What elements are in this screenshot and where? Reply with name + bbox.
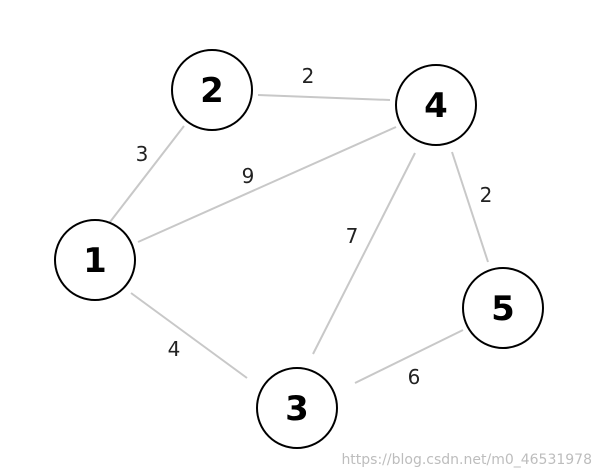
edge-weight-1-3: 4 (168, 337, 181, 361)
edge-3-4 (312, 152, 416, 355)
edge-weight-3-4: 7 (346, 224, 359, 248)
node-2-label: 2 (200, 71, 224, 111)
node-5-label: 5 (491, 289, 515, 329)
node-1-label: 1 (83, 241, 107, 281)
node-4-circle (395, 64, 477, 146)
node-5-circle (462, 267, 544, 349)
node-1-circle (54, 219, 136, 301)
watermark: https://blog.csdn.net/m0_46531978 (341, 452, 592, 468)
node-3-label: 3 (285, 389, 309, 429)
edge-weight-1-2: 3 (136, 142, 149, 166)
edge-3-5 (354, 329, 464, 384)
node-4-label: 4 (424, 86, 448, 126)
node-3-circle (256, 367, 338, 449)
edge-2-4 (257, 94, 391, 101)
edge-4-5 (451, 151, 489, 263)
edge-weight-1-4: 9 (242, 164, 255, 188)
edge-weight-3-5: 6 (408, 365, 421, 389)
edge-1-4 (137, 126, 397, 243)
edge-1-3 (130, 292, 248, 379)
node-2-circle (171, 49, 253, 131)
edge-1-2 (109, 125, 185, 223)
edge-weight-2-4: 2 (302, 64, 315, 88)
edge-weight-4-5: 2 (480, 183, 493, 207)
